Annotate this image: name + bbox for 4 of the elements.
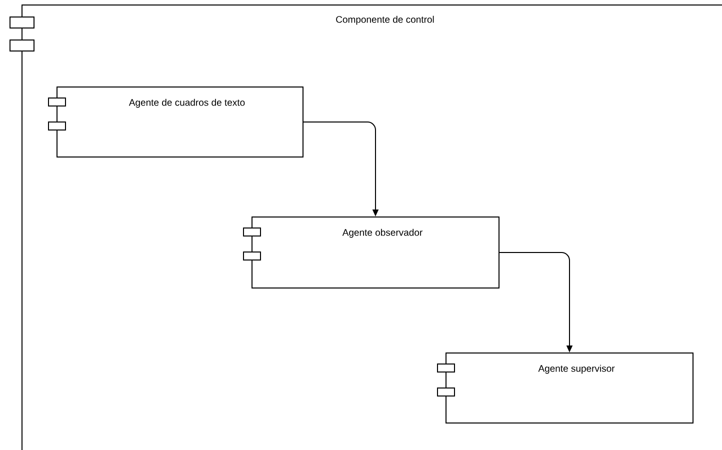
component-box: Agente supervisor (437, 352, 694, 424)
component-box: Agente de cuadros de texto (48, 86, 304, 158)
component-box: Agente observador (243, 216, 500, 288)
node-label: Componente de control (336, 16, 434, 25)
